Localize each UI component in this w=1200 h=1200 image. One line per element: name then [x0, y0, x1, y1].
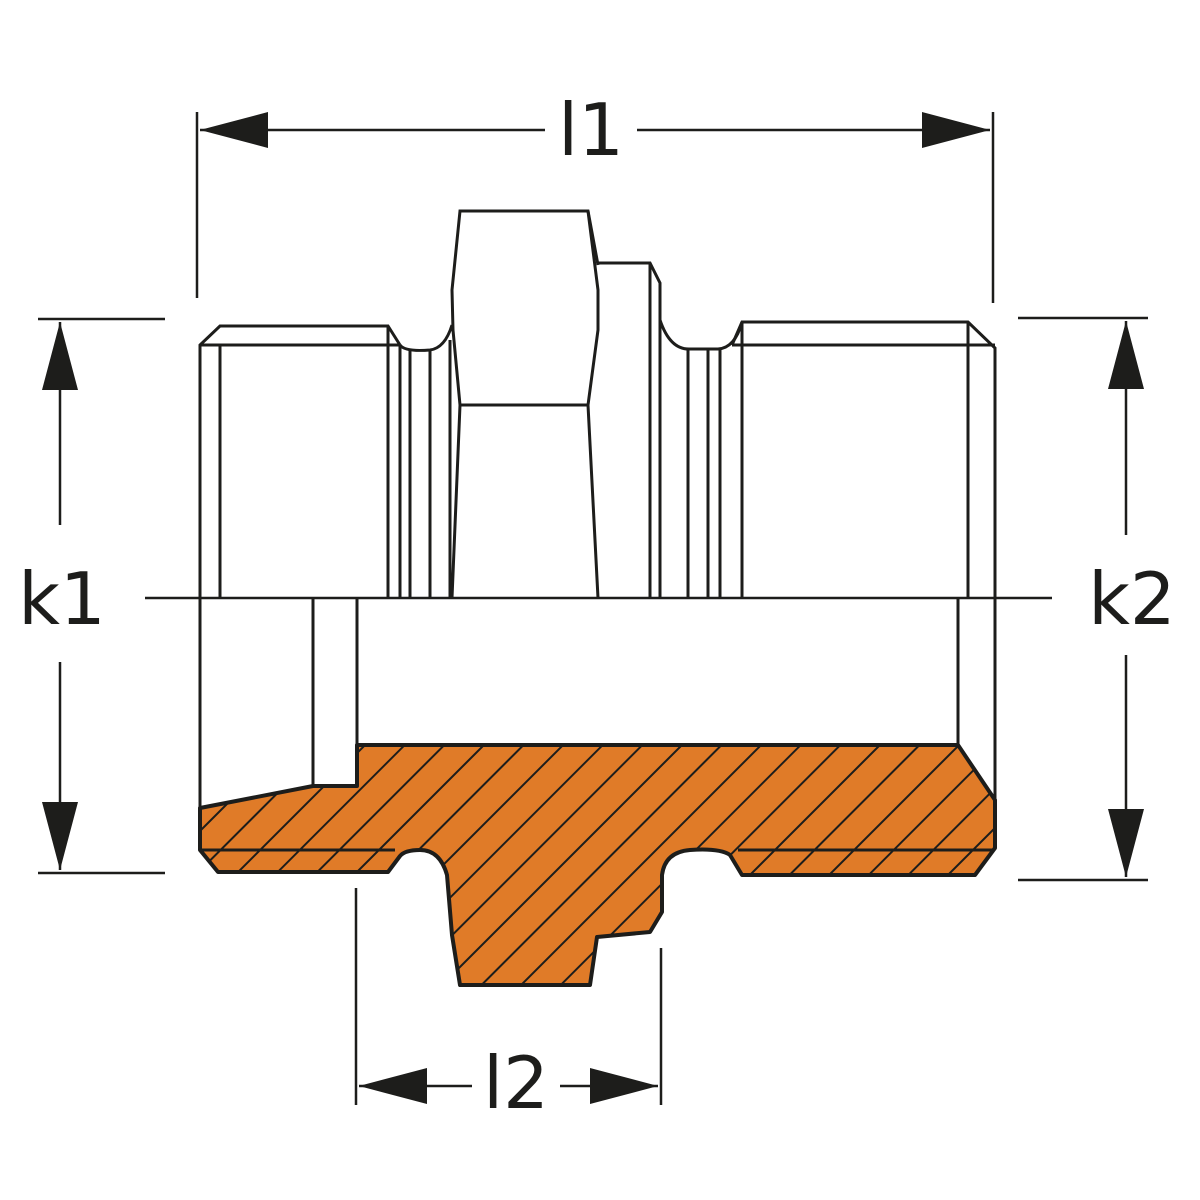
label-k2: k2 — [1088, 557, 1176, 641]
arrow-down-icon — [1108, 809, 1144, 877]
fitting-external-view — [198, 209, 997, 599]
dimension-l2: l2 — [354, 888, 663, 1125]
arrow-left-icon — [200, 112, 268, 148]
arrow-left-icon — [359, 1068, 427, 1104]
arrow-down-icon — [42, 802, 78, 870]
dimension-k1: k1 — [18, 317, 165, 875]
dimension-k2: k2 — [1018, 316, 1176, 882]
label-l2: l2 — [483, 1041, 549, 1125]
arrow-up-icon — [1108, 321, 1144, 389]
hatched-cross-section — [198, 743, 997, 987]
arrow-right-icon — [590, 1068, 658, 1104]
label-k1: k1 — [18, 557, 106, 641]
arrow-right-icon — [922, 112, 990, 148]
dimension-l1: l1 — [195, 88, 995, 303]
label-l1: l1 — [558, 88, 624, 172]
fitting-section-view — [198, 598, 997, 987]
arrow-up-icon — [42, 322, 78, 390]
